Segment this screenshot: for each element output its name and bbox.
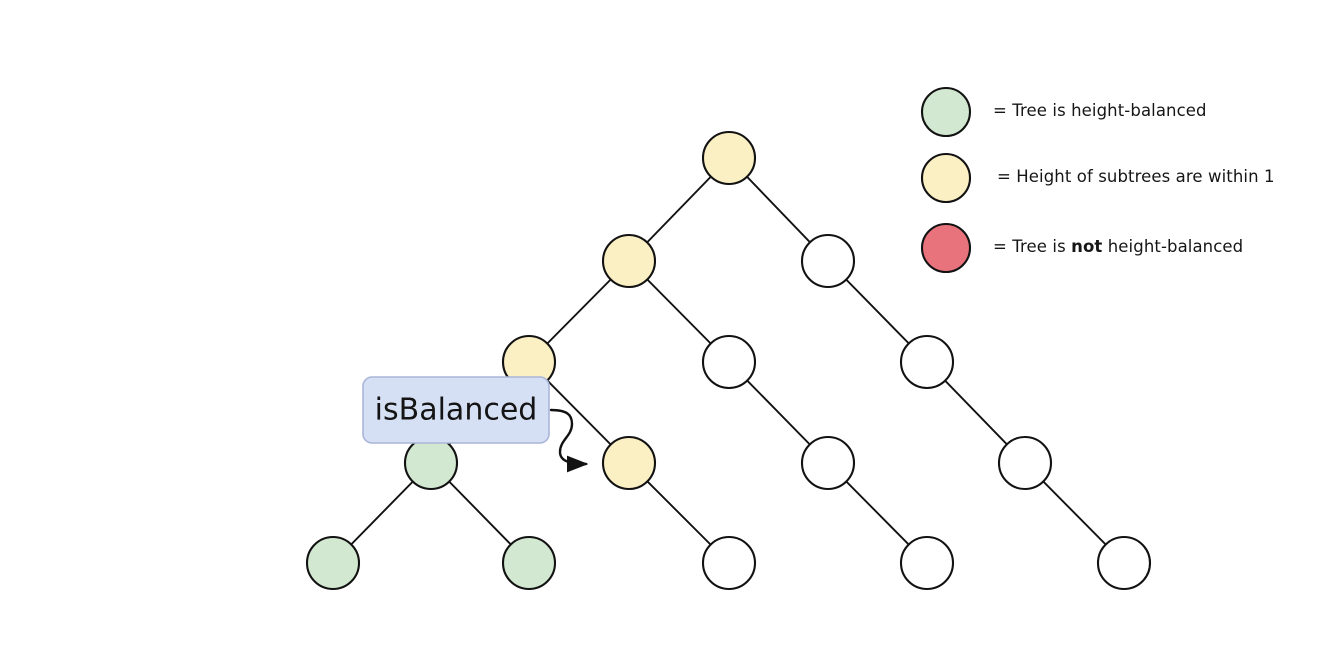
- legend-label-text: = Height of subtrees are within 1: [997, 167, 1275, 186]
- isbalanced-callout-box[interactable]: [362, 376, 550, 444]
- legend-swatch-red: [920, 222, 972, 274]
- isbalanced-callout-label: isBalanced: [375, 393, 538, 428]
- legend-swatch-green: [920, 86, 972, 138]
- tree-node-green-leaf-left[interactable]: [305, 535, 361, 591]
- tree-node-right-child-depth2[interactable]: [701, 334, 757, 390]
- legend-label-yellow: = Height of subtrees are within 1: [997, 167, 1275, 186]
- tree-node-green-leaf-right[interactable]: [501, 535, 557, 591]
- tree-node-leaf-depth4-a[interactable]: [701, 535, 757, 591]
- tree-nodes: [305, 130, 1152, 591]
- legend-swatch-yellow: [920, 152, 972, 204]
- legend-label-red: = Tree is not height-balanced: [993, 237, 1243, 256]
- legend-label-suffix: height-balanced: [1102, 237, 1244, 256]
- isbalanced-callout: isBalanced: [362, 376, 589, 473]
- tree-node-far-right-depth3[interactable]: [997, 435, 1053, 491]
- tree-node-right-child-depth1[interactable]: [800, 233, 856, 289]
- tree-node-right-depth3[interactable]: [800, 435, 856, 491]
- tree-node-leaf-depth4-c[interactable]: [1096, 535, 1152, 591]
- tree-node-root-node[interactable]: [701, 130, 757, 186]
- tree-node-leaf-depth4-b[interactable]: [899, 535, 955, 591]
- tree-node-balanced-subtree-root[interactable]: [403, 435, 459, 491]
- tree-node-left-child-depth1[interactable]: [601, 233, 657, 289]
- legend-swatches: [920, 86, 972, 274]
- legend-label-text: = Tree is: [993, 237, 1072, 256]
- tree-node-current-node-inspected[interactable]: [601, 435, 657, 491]
- legend-label-emphasis: not: [1071, 237, 1103, 256]
- tree-node-far-right-depth2[interactable]: [899, 334, 955, 390]
- legend-label-green: = Tree is height-balanced: [993, 101, 1207, 120]
- legend-label-text: = Tree is height-balanced: [993, 101, 1207, 120]
- curved-pointer-arrow: [549, 408, 589, 473]
